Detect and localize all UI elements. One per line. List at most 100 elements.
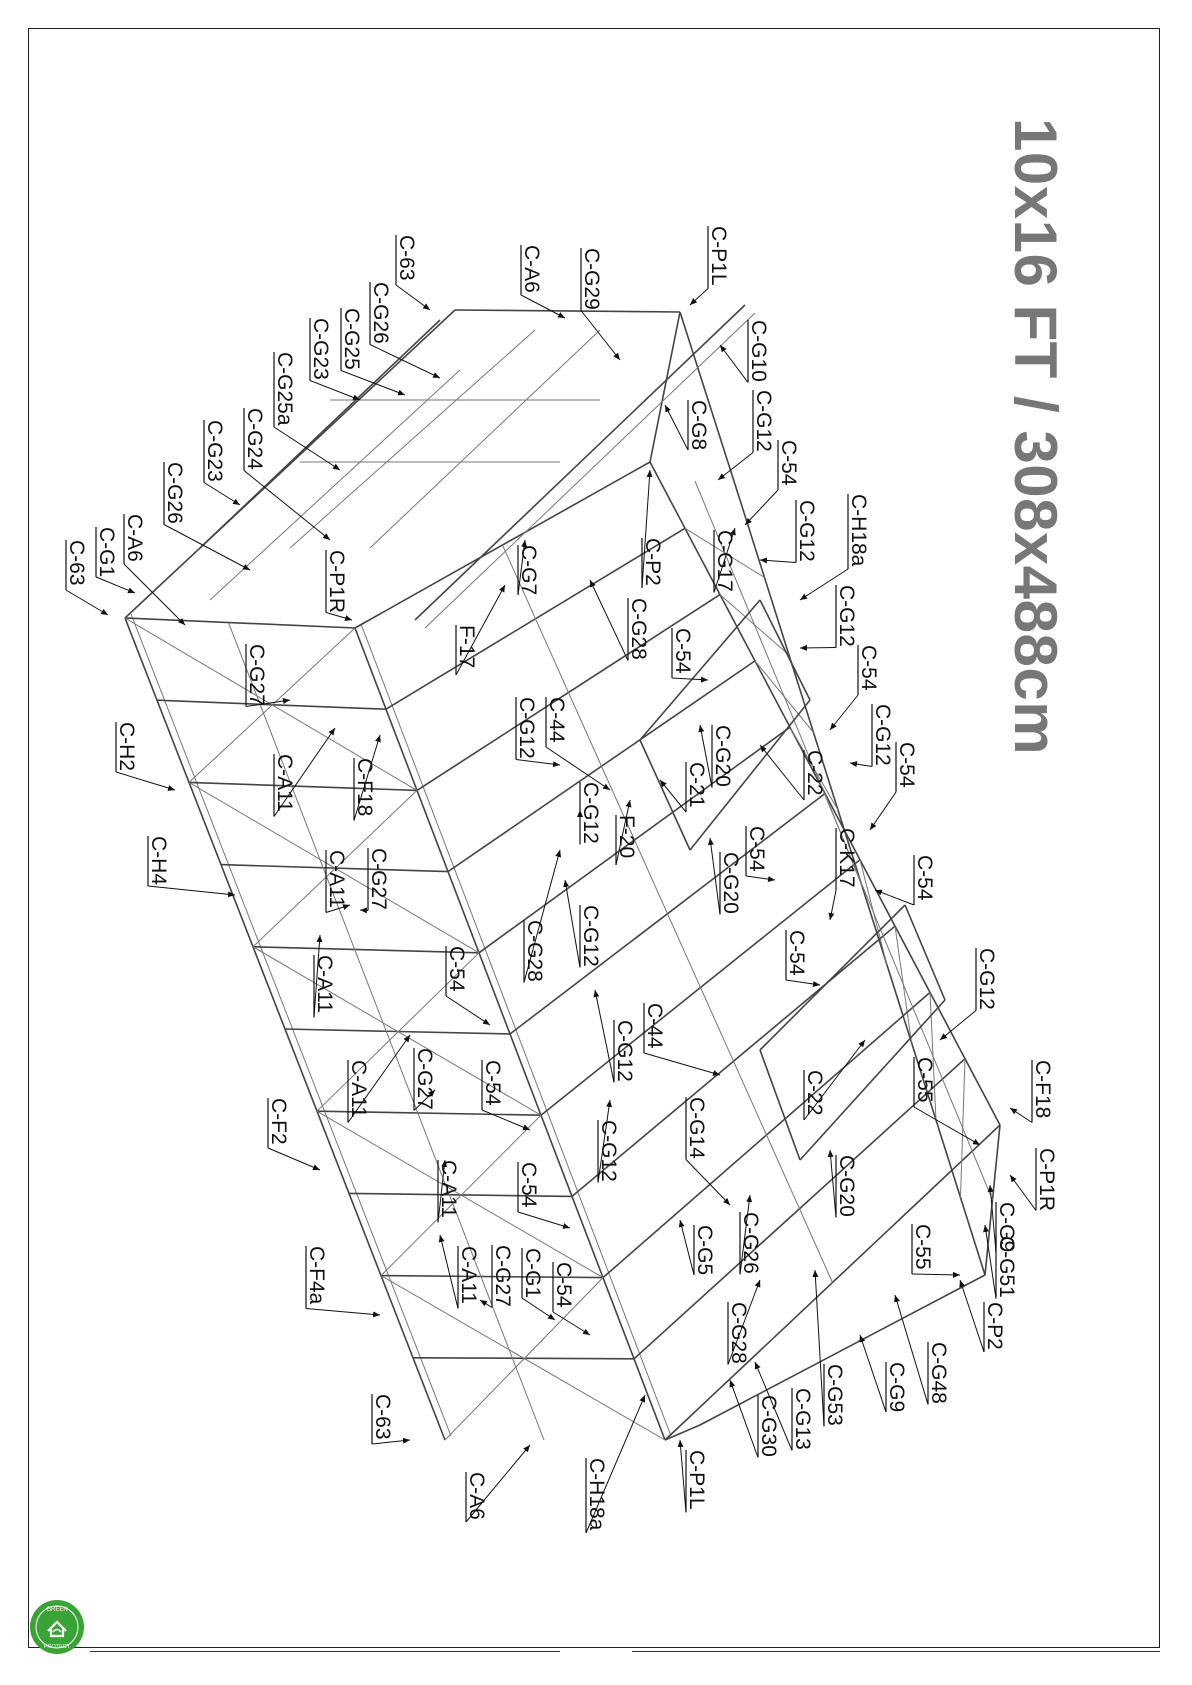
callout-c-g1: C-G1: [521, 1248, 556, 1321]
callout-c-p1l: C-P1L: [689, 226, 730, 306]
callout-label: C-G25: [340, 308, 363, 370]
callout-c-g27: C-G27: [245, 644, 291, 707]
callout-label: C-A11: [273, 754, 296, 812]
callout-leader: [313, 934, 323, 1018]
callout-c-54: C-54: [517, 1162, 571, 1229]
callout-c-g53: C-G53: [812, 1269, 846, 1427]
vent-window: [689, 699, 811, 851]
callout-leader: [717, 452, 754, 481]
callout-c-g30: C-G30: [729, 1379, 780, 1458]
callout-leader: [678, 1219, 695, 1276]
callout-leader: [911, 1271, 961, 1278]
door-bar: [209, 369, 461, 601]
callout-c-54: C-54: [785, 930, 821, 987]
callout-label: C-G51: [995, 1236, 1018, 1298]
callout-c-g9: C-G9: [859, 1334, 908, 1413]
callout-c-g28: C-G28: [589, 579, 650, 661]
callout-c-54: C-54: [481, 1060, 531, 1131]
callout-label: C-G14: [685, 1097, 708, 1159]
callout-label: C-H2: [115, 722, 138, 771]
callout-leader: [359, 907, 369, 914]
callout-leader: [744, 489, 779, 526]
callout-label: C-G29: [580, 248, 603, 310]
callout-leader: [245, 698, 291, 707]
callout-label: C-G20: [835, 1155, 858, 1217]
callout-leader: [1009, 1174, 1037, 1211]
door-frame: [199, 319, 441, 549]
callout-c-63: C-63: [65, 540, 109, 616]
callout-label: C-G12: [975, 948, 998, 1010]
callout-label: C-54: [785, 930, 808, 976]
callout-label: C-G12: [579, 782, 602, 844]
callout-label: C-P1R: [1035, 1148, 1058, 1211]
callout-c-g1: C-G1: [95, 527, 136, 594]
callout-label: C-54: [445, 946, 468, 992]
callout-c-44: C-44: [643, 1003, 721, 1076]
wall-brace: [380, 1275, 666, 1441]
callout-leader: [859, 1334, 887, 1413]
callout-label: C-63: [395, 235, 418, 281]
callout-label: C-G27: [245, 644, 268, 706]
callout-leader: [273, 727, 336, 817]
callout-leader: [552, 1311, 591, 1336]
callout-leader: [641, 469, 653, 589]
callout-label: C-A6: [465, 1472, 488, 1520]
callout-c-g26: C-G26: [369, 282, 441, 379]
callout-leader: [727, 1279, 761, 1365]
callout-leader: [123, 563, 186, 626]
callout-c-g28: C-G28: [727, 1279, 761, 1365]
callout-label: C-A11: [347, 1060, 370, 1118]
callout-label: C-63: [371, 1394, 394, 1440]
callout-leader: [305, 1308, 381, 1318]
callout-leader: [803, 1039, 866, 1121]
wall-brace: [316, 1110, 604, 1279]
callout-leader: [340, 370, 406, 396]
callout-leader: [827, 1149, 837, 1218]
callout-c-54: C-54: [445, 946, 491, 1026]
callout-c-g10: C-G10: [719, 320, 770, 383]
callout-label: C-G23: [309, 318, 332, 380]
loose-rod-edge: [424, 312, 756, 629]
callout-leader: [455, 584, 506, 676]
logo-text-bottom: PROTECT: [44, 1644, 71, 1650]
loose-rod: [414, 304, 746, 621]
callout-label: C-G48: [927, 1342, 950, 1404]
callout-leader: [267, 1147, 321, 1171]
callout-leader: [719, 344, 749, 383]
callout-leader: [745, 875, 776, 883]
callout-label: C-22: [803, 1070, 826, 1116]
callout-leader: [521, 1297, 556, 1321]
callout-label: C-F4a: [305, 1246, 328, 1305]
callout-c-44: C-44: [545, 697, 611, 791]
callout-c-f4a: C-F4a: [305, 1246, 381, 1318]
callout-leader: [799, 568, 849, 601]
roof-edge-top: [679, 311, 741, 501]
callout-c-h18a: C-H18a: [585, 1394, 646, 1534]
logo-text-top: GREEN: [46, 1607, 67, 1613]
callout-c-h18a: C-H18a: [799, 494, 870, 601]
callout-leader: [545, 746, 611, 791]
callout-c-g25a: C-G25a: [273, 352, 341, 471]
callout-c-g20: C-G20: [827, 1149, 858, 1218]
callout-c-g12: C-G12: [577, 782, 602, 845]
callout-c-g20: C-G20: [698, 724, 734, 788]
callout-c-g12: C-G12: [563, 879, 602, 968]
callout-label: F-17: [455, 625, 478, 668]
top-gable: [454, 309, 681, 313]
wall-brace: [380, 1114, 542, 1276]
vent-window: [759, 1049, 801, 1161]
callout-leader: [659, 779, 687, 813]
callout-label: C-G12: [515, 697, 538, 759]
callout-leader: [698, 724, 713, 788]
callout-label: C-22: [803, 750, 826, 796]
callout-c-p2: C-P2: [641, 469, 664, 589]
callout-leader: [413, 1089, 436, 1111]
callout-leader: [829, 694, 859, 731]
callout-label: C-P2: [641, 538, 664, 586]
callout-leader: [593, 989, 615, 1083]
callout-leader: [445, 995, 491, 1026]
callout-c-g24: C-G24: [243, 408, 331, 541]
callout-c-g12: C-G12: [597, 1099, 620, 1183]
callout-c-g20: C-G20: [707, 837, 742, 915]
